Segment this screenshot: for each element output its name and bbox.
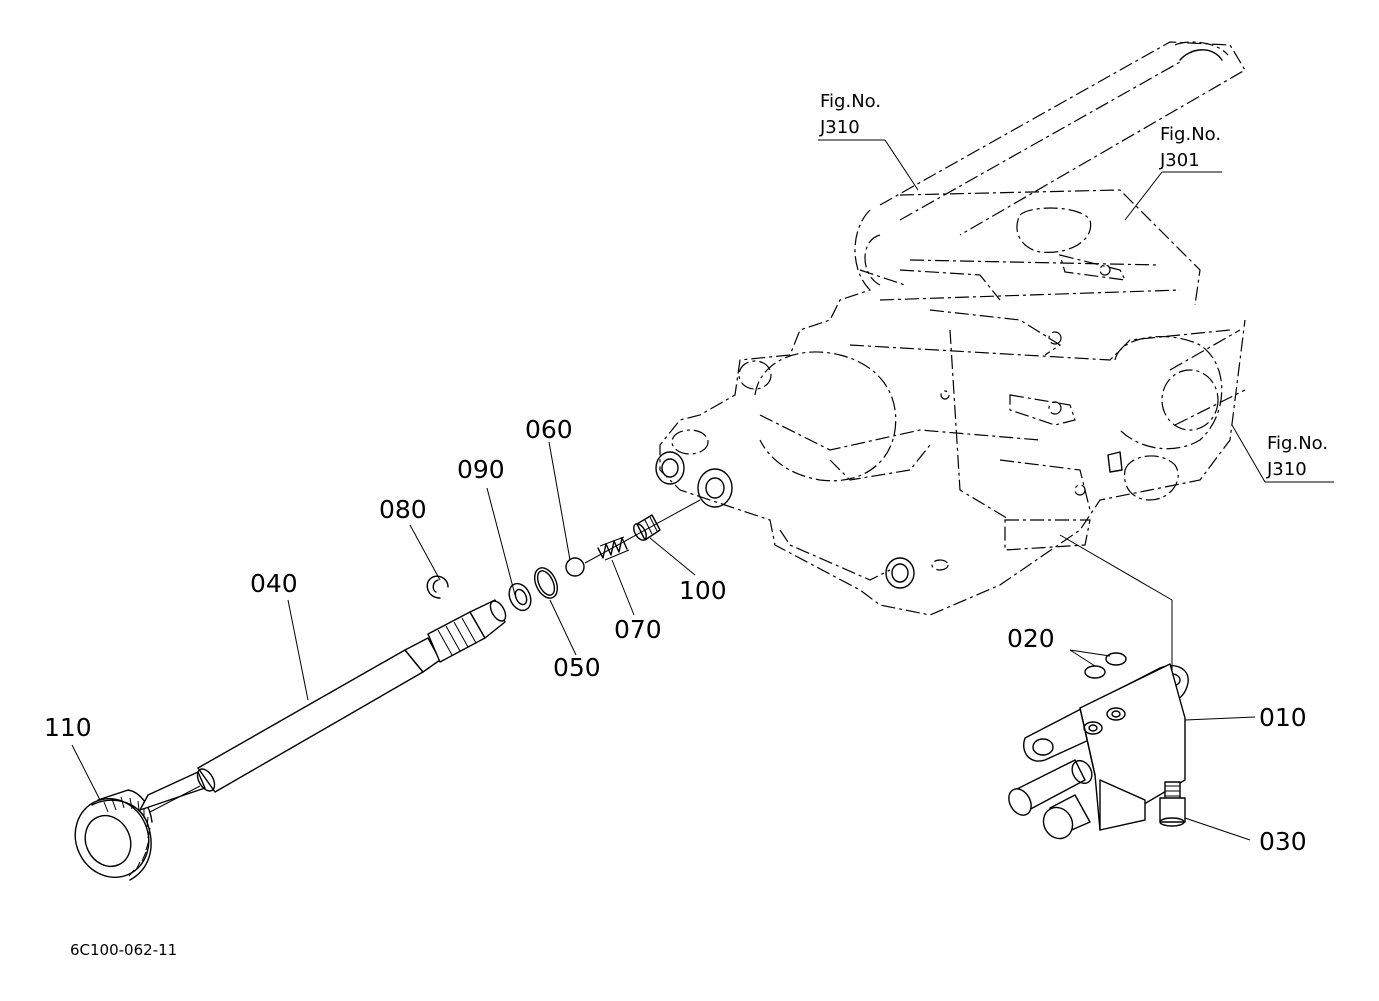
fig-ref-3-line2: J310 — [1266, 459, 1307, 480]
fig-ref-3-line1: Fig.No. — [1267, 433, 1328, 454]
hydraulic-housing-outline — [655, 41, 1246, 616]
label-part-090: 090 — [457, 455, 505, 484]
label-part-050: 050 — [553, 653, 601, 682]
label-part-010: 010 — [1259, 703, 1307, 732]
plug-part-030 — [1159, 781, 1186, 827]
backup-ring-part-090 — [508, 582, 532, 612]
fig-ref-2-line2: J301 — [1159, 150, 1200, 171]
ball-part-060 — [565, 557, 585, 577]
snap-ring-part-080 — [426, 575, 449, 599]
part-number-labels: 010 020 030 040 050 060 070 080 090 100 … — [44, 415, 1307, 856]
fig-ref-1-line1: Fig.No. — [820, 91, 881, 112]
spring-part-070 — [597, 536, 630, 561]
label-part-070: 070 — [614, 615, 662, 644]
label-part-020: 020 — [1007, 624, 1055, 653]
valve-block-part-010 — [1008, 663, 1189, 840]
label-part-040: 040 — [250, 569, 298, 598]
label-part-080: 080 — [379, 495, 427, 524]
plug-part-100 — [633, 514, 661, 541]
fig-ref-1-line2: J310 — [819, 117, 860, 138]
assembly-axis-line — [584, 499, 701, 564]
fig-ref-2-line1: Fig.No. — [1160, 124, 1221, 145]
label-part-100: 100 — [679, 576, 727, 605]
knob-part-110 — [74, 789, 153, 881]
label-part-110: 110 — [44, 713, 92, 742]
label-part-030: 030 — [1259, 827, 1307, 856]
label-part-060: 060 — [525, 415, 573, 444]
o-rings-part-020 — [1084, 652, 1127, 679]
figure-references: Fig.No. J310 Fig.No. J301 Fig.No. J310 — [819, 91, 1328, 480]
shaft-part-040 — [139, 599, 507, 813]
drawing-code: 6C100-062-11 — [70, 941, 177, 959]
leader-lines — [71, 139, 1334, 841]
o-ring-part-050 — [533, 567, 559, 599]
